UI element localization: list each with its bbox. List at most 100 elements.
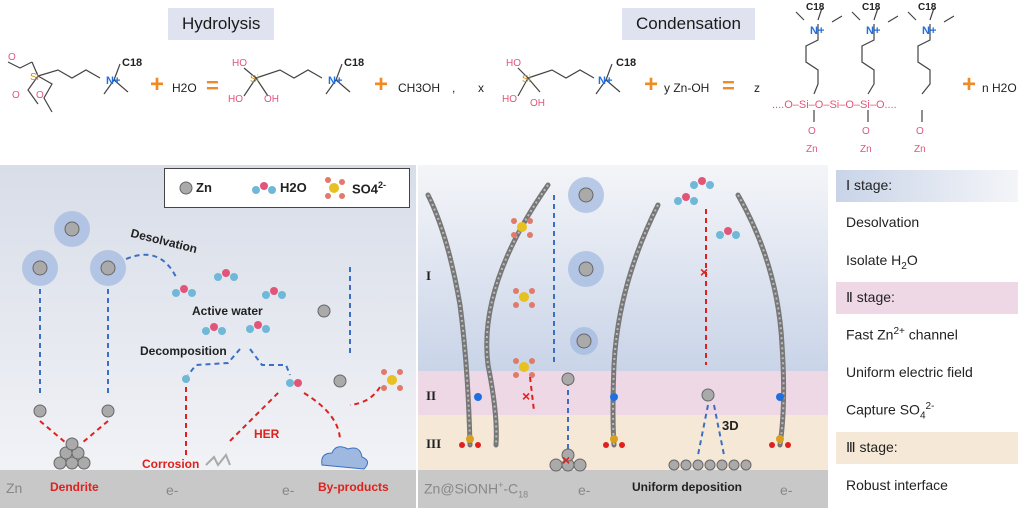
si-o-anchor [459,435,481,448]
solvated-zn-cluster [54,211,90,247]
red-arrows [529,209,707,412]
zn-oh-term: y Zn-OH [664,81,709,95]
stage3-header-bar [836,432,1018,464]
equals-sign: = [206,73,219,98]
sulfate-ion [511,218,533,238]
condensation-title: Condensation [622,8,755,40]
c18-label: C18 [806,2,825,13]
c18-label: C18 [862,2,881,13]
n-plus-head [474,393,482,401]
c18-label: C18 [616,57,636,69]
zn-atom: Zn [860,144,872,155]
zn-atom [701,388,715,402]
her-label: HER [254,427,280,441]
electron-label: e- [780,482,793,498]
stage1-title: Ⅰ stage: [846,177,893,193]
solvated-zn-cluster [568,251,604,287]
blocked-dendrite [549,448,587,472]
legend-box [164,168,410,208]
water-term: n H2O [982,81,1017,95]
stage-label-1: I [426,268,432,283]
electron-label: e- [166,482,179,498]
middle-substrate [418,470,828,508]
n-plus-atom: N+ [328,75,342,87]
plus-sign: + [644,71,658,98]
stage2-region [418,371,828,415]
electron-label: e- [578,482,591,498]
capture-so4-item: Capture SO42- [846,401,935,422]
active-water-label: Active water [192,304,263,318]
comma: , [452,81,455,95]
coef-x: x [478,81,484,95]
robust-interface-item: Robust interface [846,477,948,493]
decomposition-label: Decomposition [140,344,227,358]
o-atom: O [36,90,44,101]
n-plus-atom: N+ [598,75,612,87]
coef-z: z [754,81,760,95]
blocked-x-icon: × [562,452,570,468]
solvated-zn-cluster [22,250,58,286]
left-substrate [0,470,416,508]
solvated-zn-cluster [568,177,604,213]
stage1-header-bar [836,170,1018,202]
siloxane-network [795,7,955,122]
solvated-zn-cluster [570,327,598,355]
uniform-deposition-label: Uniform deposition [632,480,742,494]
fast-zn-channel-item: Fast Zn2+ channel [846,326,958,343]
alkyl-chains [425,182,787,448]
ho-group: HO [506,58,521,69]
n-plus-atom: N+ [106,75,120,87]
o-atom: O [862,126,870,137]
blue-arrows [39,253,351,397]
water-term: H2O [172,81,197,95]
solvated-zn-cluster [90,250,126,286]
sulfate-ion [513,358,535,378]
c18-label: C18 [122,57,142,69]
si-o-anchor [769,435,791,448]
zn-atom: Zn [806,144,818,155]
reaction-equations: Si O O O N+ C18 + H2O = HO Si HO OH N+ C… [7,2,1017,155]
stage2-header-bar [836,282,1018,314]
legend-h2o-label: H2O [280,180,307,195]
byproducts-label: By-products [318,480,389,494]
so4-legend-icon [325,177,345,199]
isolate-h2o-item: Isolate H2O [846,252,918,272]
corrosion-mark [205,453,231,467]
water-molecules [172,269,302,387]
si-atom: Si [30,72,39,83]
siloxane-chain: ....O–Si–O–Si–O–Si–O.... [772,99,897,111]
zn-substrate-label: Zn [6,480,23,496]
si-atom: Si [522,74,531,85]
silanetriol-molecule-2 [517,63,621,97]
zn-atom [317,304,331,318]
red-arrows [39,386,381,455]
zn-atom [33,404,47,418]
label-3d: 3D [722,418,739,433]
dendrite-pile [53,437,91,470]
ho-group: HO [232,58,247,69]
si-o-anchor [603,435,625,448]
ho-group: HO [228,94,243,105]
equals-sign: = [722,73,735,98]
stage-label-3: III [426,436,442,451]
n-plus-atom: N+ [810,25,824,37]
h2o-legend-icon [252,182,276,194]
electron-label: e- [282,482,295,498]
ho-group: HO [502,94,517,105]
zn-atom [561,372,575,386]
middle-diagram: × × × [425,177,791,472]
legend-icons [179,177,345,199]
blue-arrows [553,195,725,456]
methanol-term: CH3OH [398,81,440,95]
oh-group: OH [264,94,279,105]
left-diagram [22,211,403,470]
zn-atom [101,404,115,418]
legend-so4-label: SO42- [352,180,387,197]
stage2-title: Ⅱ stage: [846,289,895,305]
uniform-field-item: Uniform electric field [846,364,973,380]
n-plus-head [776,393,784,401]
zn-atom [333,374,347,388]
c18-label: C18 [344,57,364,69]
n-plus-atom: N+ [922,25,936,37]
corrosion-label: Corrosion [142,457,200,471]
